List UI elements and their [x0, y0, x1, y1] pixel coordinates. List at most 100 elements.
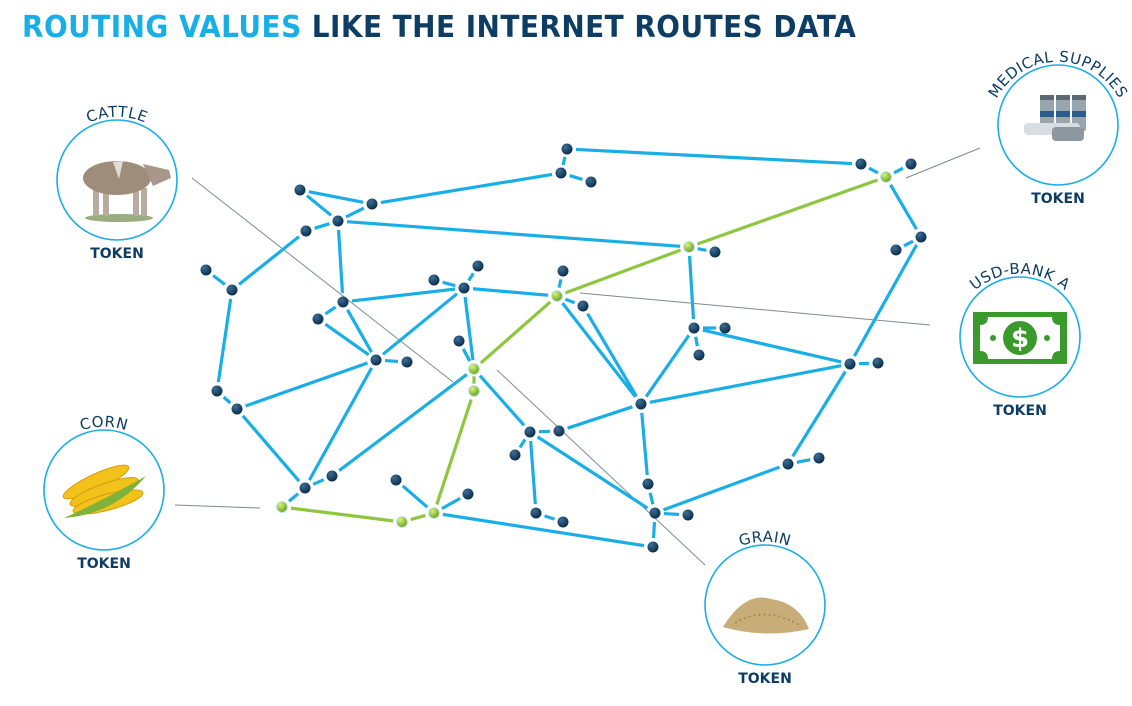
network-link	[662, 465, 781, 512]
network-node	[635, 398, 647, 410]
network-link	[518, 438, 527, 449]
route-node	[551, 290, 563, 302]
pointer-lines	[174, 147, 981, 566]
network-node	[390, 474, 402, 486]
network-link	[441, 496, 461, 511]
route-node	[276, 501, 288, 513]
network-node	[555, 167, 567, 179]
network-node	[472, 260, 484, 272]
token-sub-label: TOKEN	[1031, 191, 1085, 207]
route-link	[564, 248, 682, 295]
network-link	[222, 395, 232, 405]
network-link	[314, 222, 330, 230]
network-node	[312, 313, 324, 325]
network-node	[688, 322, 700, 334]
route-node	[428, 507, 440, 519]
network-node	[719, 322, 731, 334]
network-link	[461, 348, 472, 362]
route-link	[290, 506, 394, 523]
network-link	[852, 244, 919, 357]
network-link	[338, 373, 468, 472]
network-link	[644, 334, 691, 398]
network-node	[370, 354, 382, 366]
network-link	[561, 156, 567, 166]
network-node	[813, 452, 825, 464]
network-node	[294, 184, 306, 196]
network-node	[231, 403, 243, 415]
network-edges	[212, 147, 919, 548]
network-node	[647, 541, 659, 553]
network-link	[467, 272, 475, 282]
network-node	[366, 198, 378, 210]
network-link	[287, 492, 300, 503]
network-link	[351, 287, 456, 303]
network-link	[529, 440, 537, 505]
network-link	[380, 172, 553, 205]
network-link	[244, 361, 369, 408]
pointer-line	[905, 147, 981, 179]
route-node	[468, 385, 480, 397]
network-node	[782, 458, 794, 470]
page-title: ROUTING VALUES LIKE THE INTERNET ROUTES …	[22, 10, 856, 45]
network-link	[345, 206, 365, 219]
network-link	[640, 412, 649, 476]
network-node	[709, 246, 721, 258]
network-node	[453, 335, 465, 347]
pointer-line	[496, 369, 706, 566]
network-node	[577, 300, 589, 312]
cow-icon	[83, 161, 171, 222]
network-link	[569, 174, 583, 181]
pointer-line	[191, 177, 454, 383]
network-node	[462, 488, 474, 500]
network-node	[905, 158, 917, 170]
route-link	[479, 300, 552, 365]
network-link	[557, 278, 563, 289]
network-node	[649, 507, 661, 519]
network-node	[855, 158, 867, 170]
network-link	[536, 435, 649, 510]
network-link	[687, 255, 696, 320]
network-link	[463, 296, 475, 361]
token-sub-label: TOKEN	[993, 403, 1047, 419]
title-rest: LIKE THE INTERNET ROUTES DATA	[311, 10, 857, 45]
network-link	[575, 147, 853, 166]
network-node	[557, 516, 569, 528]
network-link	[586, 312, 638, 398]
network-node	[682, 509, 694, 521]
network-link	[312, 478, 325, 486]
network-node	[585, 176, 597, 188]
network-nodes	[200, 143, 927, 553]
grain-icon	[723, 597, 809, 634]
route-link	[410, 513, 426, 522]
network-node	[642, 478, 654, 490]
network-link	[868, 166, 879, 175]
network-link	[893, 166, 904, 175]
network-node	[693, 349, 705, 361]
token-sub-label: TOKEN	[738, 671, 792, 687]
network-link	[238, 235, 300, 286]
network-link	[308, 190, 364, 204]
network-node	[326, 470, 338, 482]
network-node	[915, 231, 927, 243]
network-link	[648, 492, 655, 505]
route-node	[396, 516, 408, 528]
network-link	[561, 302, 637, 398]
route-node	[880, 171, 892, 183]
route-node	[468, 363, 480, 375]
corn-icon	[62, 464, 146, 518]
network-link	[216, 298, 233, 383]
network-link	[903, 239, 914, 248]
network-link	[796, 458, 811, 464]
network-link	[241, 414, 301, 483]
network-link	[305, 194, 333, 217]
network-link	[697, 247, 707, 252]
network-link	[212, 274, 226, 286]
network-link	[381, 292, 459, 356]
title-highlight: ROUTING VALUES	[22, 10, 302, 45]
route-link	[435, 399, 473, 505]
